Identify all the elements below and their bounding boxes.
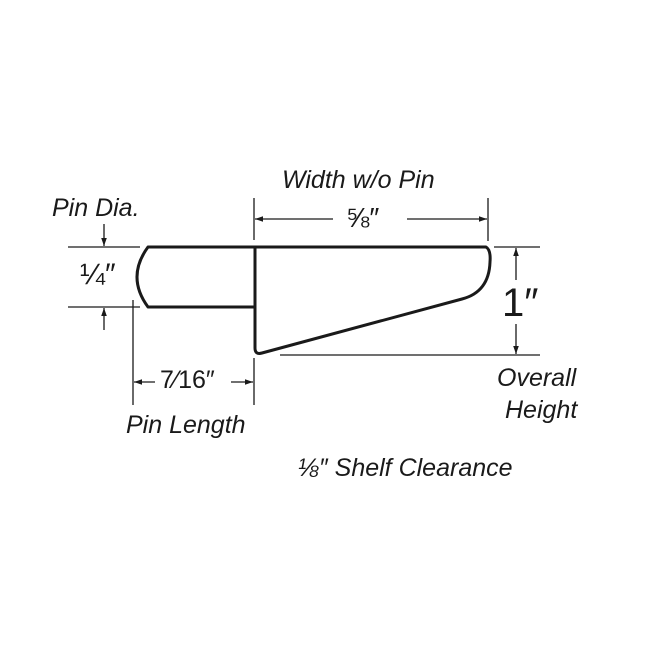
height-dimension [280,246,540,356]
support-body-shape [253,245,492,355]
pin-diameter-label: Pin Dia. [52,194,140,222]
width-dimension [253,198,489,241]
pin-length-label: Pin Length [126,411,246,439]
pin-length-value: 7⁄16″ [160,366,215,394]
width-label: Width w/o Pin [282,166,435,194]
width-value: ⅝″ [346,202,380,233]
height-label-line2: Height [505,396,578,424]
pin-length-dimension [132,300,255,405]
pin-diameter-dimension [68,224,140,330]
pin-shape [135,245,254,309]
shelf-clearance-label: ⅛″ Shelf Clearance [298,454,513,482]
pin-diameter-value: ¼″ [80,258,116,291]
height-label-line1: Overall [497,364,577,392]
height-value: 1″ [502,281,539,325]
